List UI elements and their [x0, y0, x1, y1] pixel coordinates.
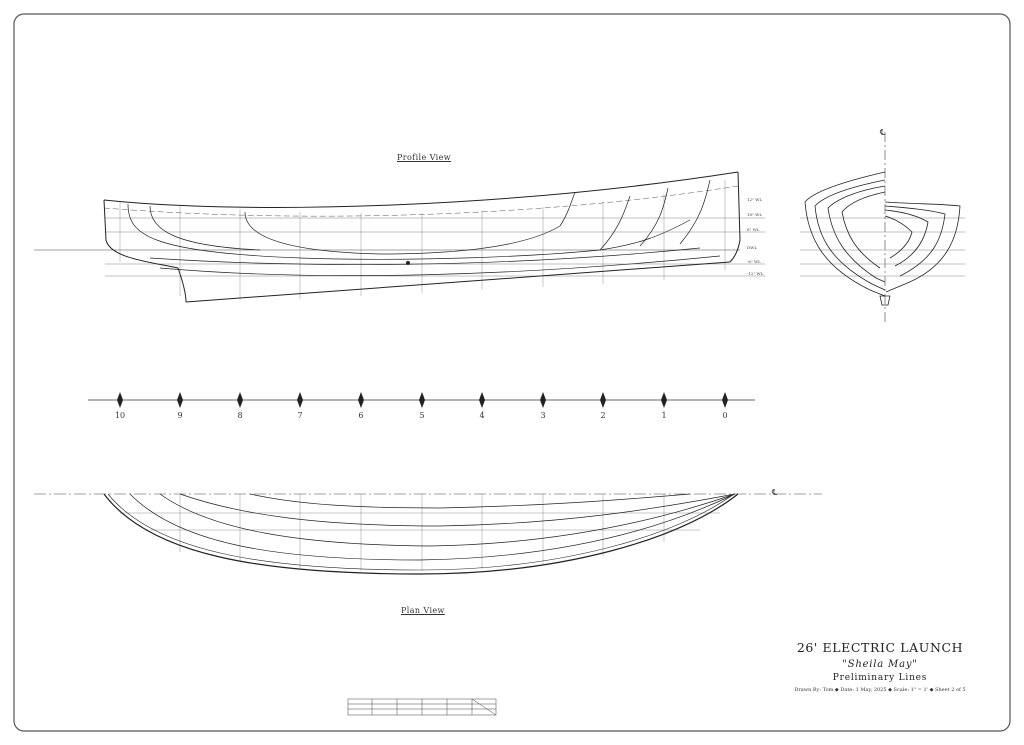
station-label-6: 6 [358, 411, 364, 420]
sheer-line [103, 171, 739, 208]
keel-line [185, 261, 731, 303]
station-mark-5 [419, 392, 425, 408]
title-block: 26' ELECTRIC LAUNCH "Sheila May" Prelimi… [776, 640, 984, 693]
shaft-mark [406, 261, 410, 265]
plan-centerline-symbol: ℄ [772, 488, 778, 497]
station-label-0: 0 [722, 411, 728, 420]
station-label-9: 9 [177, 411, 183, 420]
drawing-title: 26' ELECTRIC LAUNCH [796, 640, 964, 655]
profile-station-lines [119, 180, 726, 300]
station-mark-3 [540, 392, 546, 408]
body-keel [879, 295, 891, 306]
station-mark-4 [479, 392, 485, 408]
station-diamonds [117, 392, 728, 408]
station-label-5: 5 [419, 411, 425, 420]
body-plan [800, 132, 965, 325]
station-mark-9 [177, 392, 183, 408]
body-centerline-symbol: ℄ [880, 128, 886, 137]
wl-label-18: 18" WL [747, 212, 762, 217]
wl-label-6: 6" WL [747, 227, 760, 232]
scale-bar [347, 698, 497, 716]
station-mark-2 [600, 392, 606, 408]
station-mark-1 [661, 392, 667, 408]
body-aft-sections [804, 171, 886, 297]
profile-view-label: Profile View [397, 153, 451, 162]
profile-view [34, 171, 765, 303]
station-mark-6 [358, 392, 364, 408]
wl-label-dwl: DWL [747, 245, 757, 250]
body-fwd-sections [884, 201, 961, 293]
sheer-dashed [103, 185, 739, 217]
sheet-border [13, 13, 1011, 732]
station-ruler [88, 392, 755, 408]
wl-label-12: 12" WL [747, 197, 762, 202]
station-mark-0 [722, 392, 728, 408]
station-mark-10 [117, 392, 123, 408]
profile-waterlines [105, 217, 765, 277]
drawing-info: Drawn By: Tom ◆ Date: 1 May, 2025 ◆ Scal… [794, 687, 966, 693]
stem [729, 171, 741, 263]
half-breadth-sheer [103, 493, 739, 575]
station-label-10: 10 [114, 411, 126, 420]
station-label-2: 2 [600, 411, 606, 420]
plan-view-label: Plan View [401, 606, 445, 615]
wl-label-m6: -6" WL [747, 259, 761, 264]
plan-buttock-lines [120, 512, 720, 531]
station-label-8: 8 [237, 411, 243, 420]
station-label-1: 1 [661, 411, 667, 420]
plan-waterlines [129, 493, 736, 561]
body-waterlines [800, 217, 965, 277]
station-mark-8 [237, 392, 243, 408]
station-label-3: 3 [540, 411, 546, 420]
wl-label-m12: -12" WL [747, 271, 764, 276]
plan-view [34, 493, 822, 575]
transom [103, 199, 187, 303]
station-mark-7 [297, 392, 303, 408]
drawing-subtitle: Preliminary Lines [832, 673, 928, 683]
station-label-7: 7 [297, 411, 303, 420]
boat-name: "Sheila May" [842, 659, 918, 670]
profile-buttocks [127, 179, 721, 276]
station-label-4: 4 [479, 411, 485, 420]
